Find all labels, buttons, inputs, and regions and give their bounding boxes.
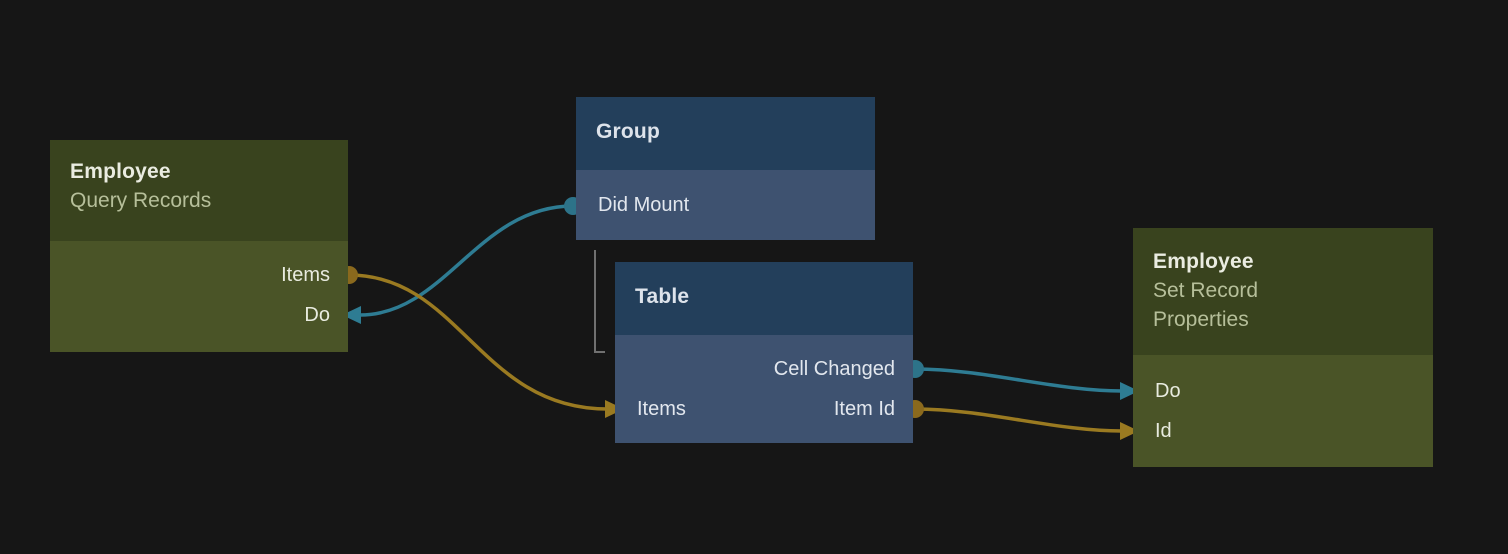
node-ports: Cell Changed Items Item Id	[615, 335, 913, 443]
arrowhead-do-input	[342, 306, 361, 324]
wire-itemid-to-id[interactable]	[914, 407, 1123, 433]
port-items-input[interactable]: Items	[637, 397, 686, 420]
node-header: Employee Set Record Properties	[1133, 228, 1433, 355]
arrowhead-setrecord-do-input	[1120, 382, 1139, 400]
wire-cellchanged-to-do[interactable]	[914, 367, 1123, 393]
node-group[interactable]: Group Did Mount	[576, 97, 875, 240]
node-header: Group	[576, 97, 875, 170]
port-label: Do	[1155, 379, 1181, 402]
node-header: Employee Query Records	[50, 140, 348, 241]
node-subtitle: Query Records	[70, 189, 212, 212]
port-itemid-output[interactable]: Item Id	[833, 397, 895, 420]
node-title: Table	[635, 285, 690, 308]
node-table[interactable]: Table Cell Changed Items Item Id	[615, 262, 913, 443]
node-title: Employee	[1153, 250, 1254, 273]
node-title: Group	[596, 120, 660, 143]
node-ports: Did Mount	[576, 170, 875, 240]
port-didmount-output[interactable]: Did Mount	[576, 185, 875, 225]
node-employee-set-record-properties[interactable]: Employee Set Record Properties Do Id	[1133, 228, 1433, 467]
port-id-input[interactable]: Id	[1133, 411, 1433, 451]
port-do-input[interactable]: Do	[1133, 371, 1433, 411]
port-label: Id	[1155, 419, 1172, 442]
port-label: Do	[304, 303, 330, 326]
node-header: Table	[615, 262, 913, 335]
port-label: Did Mount	[598, 193, 690, 216]
node-subtitle: Properties	[1153, 308, 1249, 331]
port-row-items-itemid: Items Item Id	[615, 389, 913, 429]
hierarchy-connector-group-table	[594, 250, 605, 353]
port-items-output[interactable]: Items	[50, 255, 348, 295]
node-ports: Items Do	[50, 241, 348, 352]
node-ports: Do Id	[1133, 355, 1433, 467]
arrowhead-table-items-input	[605, 400, 624, 418]
arrowhead-setrecord-id-input	[1120, 422, 1139, 440]
node-employee-query-records[interactable]: Employee Query Records Items Do	[50, 140, 348, 352]
port-do-input[interactable]: Do	[50, 295, 348, 335]
wire-items-to-table-items[interactable]	[348, 273, 608, 411]
node-title: Employee	[70, 160, 171, 183]
node-subtitle: Set Record	[1153, 279, 1259, 302]
port-cellchanged-output[interactable]: Cell Changed	[615, 349, 913, 389]
port-label: Cell Changed	[773, 357, 895, 380]
port-label: Items	[281, 263, 330, 286]
wire-didmount-to-do[interactable]	[359, 204, 574, 317]
